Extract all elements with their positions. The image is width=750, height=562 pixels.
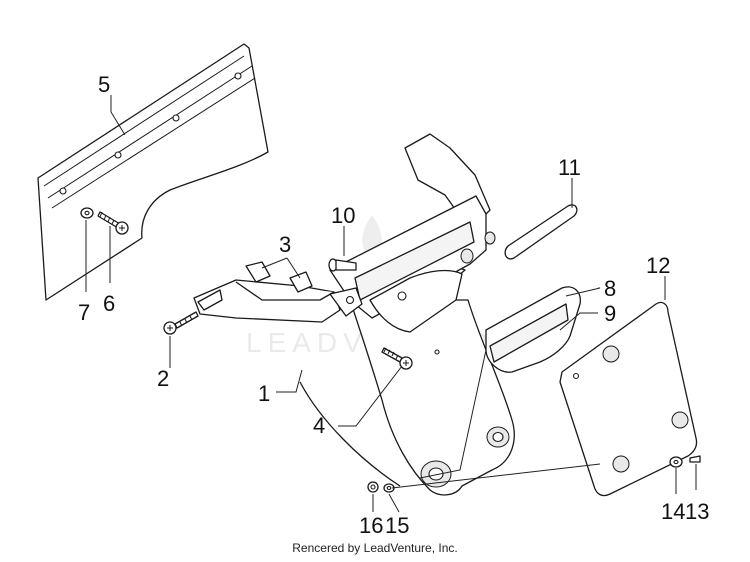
callout-7: 7 <box>78 300 90 325</box>
callout-13: 13 <box>685 499 709 524</box>
part-8-9-license-lamp <box>485 286 581 373</box>
part-12-plate-holder <box>559 301 698 497</box>
part-4-screw <box>381 347 413 370</box>
part-1-fender-bracket <box>299 133 515 496</box>
callout-10: 10 <box>331 203 355 228</box>
part-7-washer <box>80 207 94 219</box>
callout-14: 14 <box>661 499 685 524</box>
callout-2: 2 <box>157 366 169 391</box>
part-5-mud-flap <box>37 43 269 301</box>
callout-12: 12 <box>646 253 670 278</box>
callout-3: 3 <box>279 232 291 257</box>
credit-text: Rencered by LeadVenture, Inc. <box>292 541 458 555</box>
part-2-screw <box>163 311 199 335</box>
callout-8: 8 <box>604 276 616 301</box>
callout-5: 5 <box>98 72 110 97</box>
callout-11: 11 <box>558 155 581 180</box>
leader-lines <box>85 95 697 513</box>
part-16-nut <box>367 481 379 493</box>
part-13-screw <box>689 455 701 463</box>
callout-4: 4 <box>313 413 325 438</box>
callout-15: 15 <box>385 513 409 538</box>
part-14-washer <box>669 456 683 468</box>
part-1-left-arm <box>193 279 363 323</box>
part-11-reflector <box>504 204 578 260</box>
callout-6: 6 <box>103 291 115 316</box>
callout-16: 16 <box>359 513 383 538</box>
part-6-screw <box>97 211 129 235</box>
part-15-washer <box>383 483 395 493</box>
callout-1: 1 <box>258 381 270 406</box>
part-10-screw <box>328 258 357 272</box>
callout-9: 9 <box>604 301 616 326</box>
callouts: 1 2 3 4 5 6 7 8 9 10 11 12 13 14 15 16 <box>78 72 709 538</box>
